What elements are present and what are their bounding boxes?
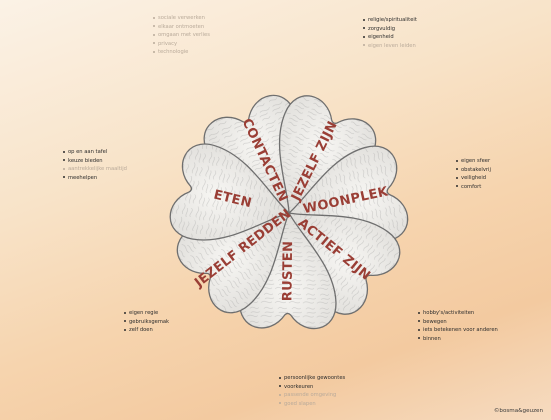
list-item: passende omgeving bbox=[279, 391, 345, 400]
list-item: gebruiksgemak bbox=[124, 318, 169, 327]
list-contacten: sociale verwerken elkaar ontmoeten omgaa… bbox=[153, 14, 210, 57]
list-item: technologie bbox=[153, 48, 210, 57]
list-jezelf-zijn: religie/spiritualiteit zorgvuldig eigenh… bbox=[363, 16, 417, 50]
list-item: obstakelvrij bbox=[456, 166, 491, 175]
list-item: persoonlijke gewoontes bbox=[279, 374, 345, 383]
list-item: goed slapen bbox=[279, 400, 345, 409]
list-item: eigenheid bbox=[363, 33, 417, 42]
list-actief-zijn: hobby's/activiteiten bewegen iets beteke… bbox=[418, 309, 498, 343]
list-item: keuze bieden bbox=[63, 157, 127, 166]
list-item: zorgvuldig bbox=[363, 25, 417, 34]
list-item: meehelpen bbox=[63, 174, 127, 183]
list-eten: op en aan tafel keuze bieden aantrekkeli… bbox=[63, 148, 127, 182]
list-item: religie/spiritualiteit bbox=[363, 16, 417, 25]
list-item: iets betekenen voor anderen bbox=[418, 326, 498, 335]
list-item: elkaar ontmoeten bbox=[153, 23, 210, 32]
list-item: zelf doen bbox=[124, 326, 169, 335]
list-item: eigen regie bbox=[124, 309, 169, 318]
list-item: omgaan met verlies bbox=[153, 31, 210, 40]
list-item: veiligheid bbox=[456, 174, 491, 183]
list-item: eigen sfeer bbox=[456, 157, 491, 166]
credit-text: ©bosma&geuzen bbox=[494, 408, 543, 414]
list-item: binnen bbox=[418, 335, 498, 344]
petal-label: RUSTEN bbox=[280, 241, 296, 302]
list-jezelf-redden: eigen regie gebruiksgemak zelf doen bbox=[124, 309, 169, 335]
list-item: voorkeuren bbox=[279, 383, 345, 392]
list-item: op en aan tafel bbox=[63, 148, 127, 157]
list-rusten: persoonlijke gewoontes voorkeuren passen… bbox=[279, 374, 345, 408]
list-item: bewegen bbox=[418, 318, 498, 327]
list-item: aantrekkelijke maaltijd bbox=[63, 165, 127, 174]
list-item: privacy bbox=[153, 40, 210, 49]
list-item: hobby's/activiteiten bbox=[418, 309, 498, 318]
list-item: sociale verwerken bbox=[153, 14, 210, 23]
list-item: eigen leven leiden bbox=[363, 42, 417, 51]
list-item: comfort bbox=[456, 183, 491, 192]
list-woonplek: eigen sfeer obstakelvrij veiligheid comf… bbox=[456, 157, 491, 191]
